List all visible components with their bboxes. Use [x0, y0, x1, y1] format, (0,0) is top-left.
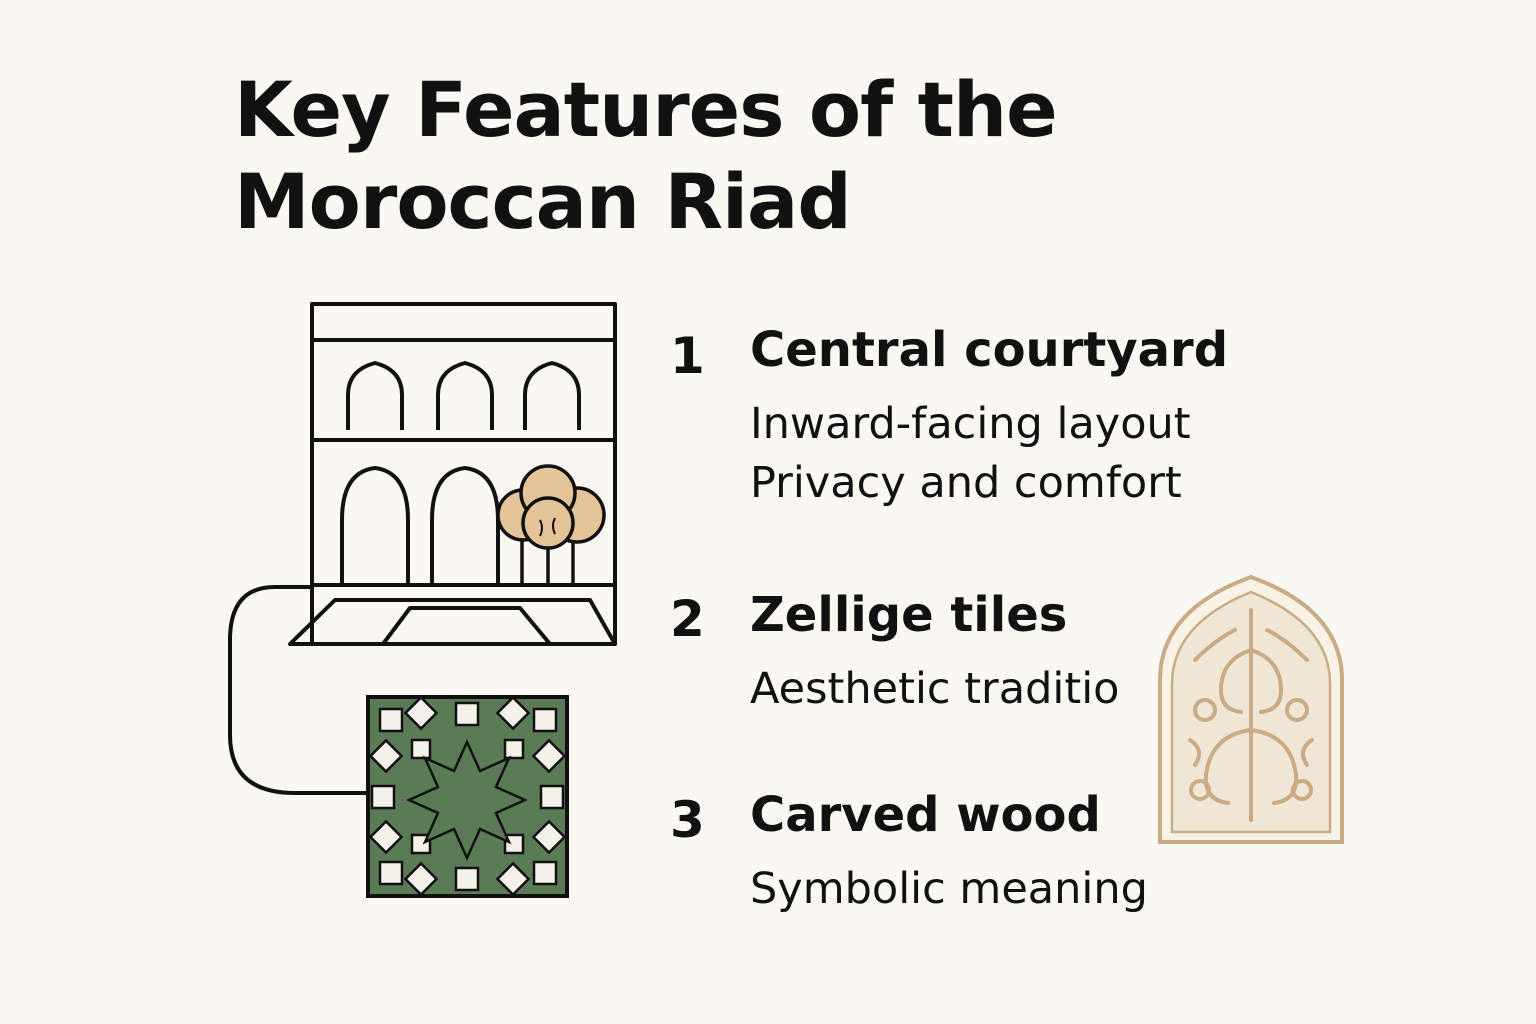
title-line-1: Key Features of the	[234, 65, 1058, 154]
courtyard-tree-icon	[496, 464, 606, 585]
feature-1-line-2: Privacy and comfort	[750, 458, 1182, 508]
feature-1-line-1: Inward-facing layout	[750, 399, 1191, 449]
feature-2-title: Zellige tiles	[750, 587, 1068, 643]
feature-3-title: Carved wood	[750, 787, 1101, 843]
zellige-tile-icon	[366, 695, 569, 898]
feature-3-number: 3	[670, 791, 705, 849]
page-title: Key Features of the Moroccan Riad	[234, 64, 1058, 248]
riad-building-icon	[228, 302, 617, 795]
feature-2-line-1: Aesthetic traditio	[750, 664, 1120, 714]
feature-1-number: 1	[670, 327, 705, 385]
title-line-2: Moroccan Riad	[234, 157, 852, 246]
feature-2-number: 2	[670, 590, 705, 648]
feature-3-line-1: Symbolic meaning	[750, 864, 1148, 914]
carved-wood-panel-icon	[1158, 574, 1344, 844]
feature-1-title: Central courtyard	[750, 322, 1229, 378]
